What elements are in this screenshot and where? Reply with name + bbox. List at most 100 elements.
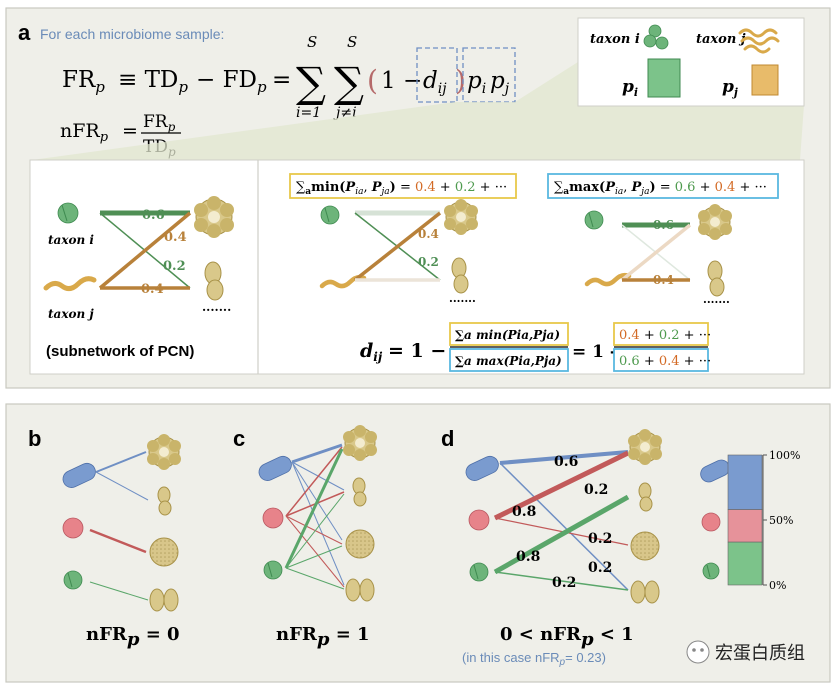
- subnet-taxon-i-icon: [57, 202, 79, 224]
- panel-b-coccus-icon: [62, 517, 84, 539]
- panel-b-knot-icon: [149, 537, 179, 567]
- eq-equals: =: [272, 67, 291, 93]
- watermark-text: 宏蛋白质组: [715, 643, 805, 664]
- panel-d-edge-green-bottom: [494, 571, 629, 591]
- sum-sign-i: ∑: [296, 58, 326, 107]
- panel-b-edge-1: [95, 451, 147, 473]
- panel-d-peanut-icon: [638, 482, 653, 512]
- eq-td: ≡ TDp: [118, 67, 188, 96]
- panel-d-weight-02b: 0.2: [588, 531, 612, 547]
- panel-d-butterfly-icon: [630, 580, 660, 604]
- legend-taxon-i: taxon i: [590, 32, 640, 47]
- panel-d-note: (in this case nFRp= 0.23): [462, 650, 606, 668]
- panel-d-diplo-icon: [469, 562, 489, 582]
- subnet-edge-j-top: [98, 211, 192, 290]
- panel-d-edge-red-top: [493, 450, 630, 521]
- panel-d-edge-green-top: [493, 494, 630, 575]
- watermark-logo-icon: [686, 640, 710, 664]
- paren-open: (: [367, 64, 378, 97]
- bar-ticks: 100% 50% 0%: [763, 449, 800, 592]
- dij-numerator-box: [449, 322, 569, 346]
- panel-b-butterfly-icon: [149, 588, 179, 612]
- panel-b-blob-icon: [147, 434, 181, 470]
- subnet-dots: ·······: [202, 303, 231, 317]
- bar-legend-coccus-icon: [701, 512, 721, 532]
- panel-c-letter: c: [233, 426, 245, 451]
- min-taxon-i-icon: [320, 205, 340, 225]
- panel-d-weight-02d: 0.2: [552, 575, 576, 591]
- dij-lhs: dij: [360, 340, 383, 364]
- dij-denominator: ∑a max(Pia,Pja): [455, 354, 562, 368]
- panel-d-weight-02a: 0.2: [584, 482, 608, 498]
- panel-c-butterfly-icon: [345, 578, 375, 602]
- panel-d-rod-icon: [465, 455, 499, 481]
- legend-taxon-i-icon: [643, 24, 669, 50]
- panel-c-rod-icon: [258, 455, 292, 481]
- min-weight-02: 0.2: [418, 255, 439, 269]
- subnet-weight-06: 0.6: [142, 208, 165, 223]
- max-peanut-icon: [707, 260, 725, 297]
- dij-one-minus: = 1 −: [388, 340, 446, 362]
- min-peanut-icon: [451, 257, 469, 294]
- min-weight-04: 0.4: [418, 227, 439, 241]
- eq-pi: pi: [467, 68, 486, 97]
- max-taxon-j-icon: [584, 272, 632, 287]
- bar-tick-label: 100%: [769, 449, 800, 462]
- max-formula-box: [547, 173, 779, 199]
- nfr-equals: =: [122, 120, 138, 142]
- panel-a-intro: For each microbiome sample:: [40, 26, 224, 42]
- panel-d-letter: d: [441, 426, 454, 451]
- max-taxon-i-icon: [584, 210, 604, 230]
- subnet-taxon-j-label: taxon j: [48, 307, 94, 321]
- eq-pj: pj: [490, 68, 510, 97]
- sum-lower-i: i=1: [296, 105, 321, 121]
- legend-taxon-j: taxon j: [696, 32, 746, 47]
- panel-d-edge-blue-top: [499, 450, 629, 465]
- panel-d-blob-icon: [628, 429, 662, 465]
- bar-legend-diplo-icon: [702, 562, 720, 580]
- dij-one-minus-2: = 1 -: [572, 342, 617, 362]
- nfr-lhs: nFRp: [60, 120, 109, 145]
- bar-tick-label: 50%: [769, 514, 793, 527]
- panel-d-weight-02c: 0.2: [588, 560, 612, 576]
- stacked-bar-segment-red: [727, 509, 763, 543]
- panel-b-diplo-icon: [63, 570, 83, 590]
- dij-denominator-box: [449, 348, 569, 372]
- legend-pj-square: [751, 64, 779, 96]
- panel-c-knot-icon: [345, 529, 375, 559]
- panel-d-weight-06: 0.6: [554, 454, 578, 470]
- min-formula-box: [289, 173, 517, 199]
- legend-taxon-j-icon: [738, 28, 780, 54]
- paren-close: ): [455, 64, 466, 97]
- bar-tick-label: 0%: [769, 579, 786, 592]
- panel-c-diplo-icon: [263, 560, 283, 580]
- panel-d-weight-08b: 0.8: [516, 549, 540, 565]
- panel-c-green-edges: [284, 448, 345, 590]
- subnet-caption: (subnetwork of PCN): [46, 343, 194, 360]
- subnet-cluster-blob-icon: [194, 196, 234, 238]
- subnet-taxon-i-label: taxon i: [48, 233, 94, 247]
- sum-sign-j: ∑: [334, 58, 364, 107]
- nfr-numerator: FRp: [143, 112, 176, 134]
- dij-num-values-box: [613, 322, 709, 346]
- subnet-peanut-icon: [204, 261, 224, 301]
- panel-c-blob-icon: [343, 425, 377, 461]
- min-edge-j-top: [353, 211, 442, 282]
- panel-c-coccus-icon: [262, 507, 284, 529]
- legend-pj: pj: [722, 77, 738, 99]
- min-cluster-blob-icon: [444, 199, 478, 235]
- eq-fd: − FDp: [196, 67, 267, 96]
- panel-d-label: 0 < nFRp < 1: [500, 624, 634, 650]
- sum-upper-j: S: [347, 33, 357, 51]
- max-cluster-blob-icon: [698, 204, 732, 240]
- max-weight-04: 0.4: [653, 273, 674, 287]
- panel-d-weight-08a: 0.8: [512, 504, 536, 520]
- max-edge-j-top: [620, 223, 692, 282]
- subnet-weight-04a: 0.4: [164, 230, 187, 245]
- dij-numerator: ∑a min(Pia,Pja): [455, 328, 560, 342]
- min-formula-text: ∑amin(Pia, Pja) = 0.4 + 0.2 + ···: [296, 180, 507, 197]
- panel-d-knot-icon: [630, 531, 660, 561]
- panel-b-label: nFRp = 0: [86, 624, 180, 650]
